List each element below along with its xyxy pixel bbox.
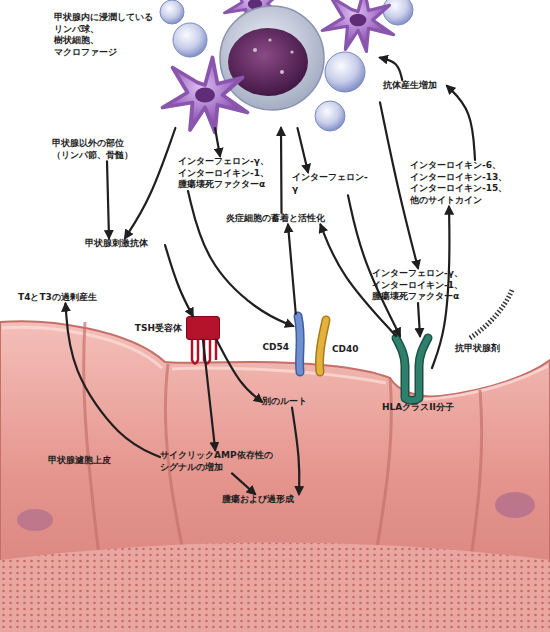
tsh-receptor-loops	[192, 337, 216, 364]
cell-nucleus	[17, 509, 53, 531]
drug-label: 抗甲状腺剤	[455, 343, 525, 355]
node-heading: CD40	[332, 344, 372, 356]
arrow-connector	[232, 473, 255, 494]
granule	[268, 38, 271, 41]
node-text: 腫瘍および過形成	[222, 494, 332, 506]
receptor-outline	[396, 338, 428, 401]
node-text: T4とT3の過剰産生	[18, 292, 113, 304]
arrow-connector	[447, 86, 475, 160]
flow-label: 抗体産生増加	[383, 80, 447, 92]
cytokine-list: インターフェロン-γ	[292, 172, 372, 195]
node-text: 炎症細胞の蓄着と活性化	[210, 213, 340, 225]
flow-label: T4とT3の過剰産生	[18, 292, 113, 304]
receptor-outline	[298, 316, 300, 372]
receptor-body	[319, 320, 326, 372]
granule	[253, 48, 257, 52]
cell-nucleus	[495, 492, 535, 518]
cytokine-list: インターフェロン-γ、 インターロイキン-1、 腫瘍壊死ファクターα	[372, 268, 487, 303]
node-text: インターフェロン-γ、 インターロイキン-1、 腫瘍壊死ファクターα	[372, 268, 487, 303]
arrow-connector	[298, 128, 309, 172]
tsh-receptor: TSH受容体	[186, 316, 220, 340]
microvilli	[0, 543, 550, 632]
apical-surface	[0, 543, 550, 632]
lymphocyte	[173, 23, 207, 57]
node-text: 甲状腺刺激抗体	[85, 238, 165, 250]
receptor-body	[298, 316, 300, 372]
arrow-connector	[280, 128, 283, 213]
cell-divider	[470, 390, 482, 565]
node-heading: TSH受容体	[87, 323, 182, 335]
arrow-connector	[217, 340, 262, 402]
node-text: 抗体産生増加	[383, 80, 447, 92]
arrow-connector	[107, 161, 109, 238]
cd54-receptor: CD54	[293, 314, 307, 374]
macrophage-nucleus	[228, 28, 308, 96]
node-heading: HLAクラスII分子	[382, 402, 482, 414]
lymphocyte	[315, 101, 345, 131]
cytokine-list: インターロイキン-6、 インターロイキン-13、 インターロイキン-15、 他の…	[410, 160, 540, 207]
flow-label: 別のルート	[262, 396, 322, 408]
inhibition-arc	[470, 290, 512, 338]
granule	[290, 50, 293, 53]
cell-divider	[84, 322, 100, 565]
flow-label: 炎症細胞の蓄着と活性化	[210, 213, 340, 225]
cytokine-list: インターフェロン-γ、 インターロイキン-1、 腫瘍壊死ファクターα	[178, 156, 278, 191]
receptor-shape	[392, 336, 432, 400]
macrophage	[220, 6, 324, 110]
arrow-connector	[215, 128, 220, 156]
arrow-connector	[348, 195, 400, 336]
granule	[280, 70, 284, 74]
cell-cluster: 甲状腺内に浸潤している リンパ球、 樹状細胞、 マクロファージ	[50, 0, 380, 128]
flow-label: 甲状腺刺激抗体	[85, 238, 165, 250]
receptor-shape	[314, 318, 328, 374]
arrow-connector	[292, 408, 299, 494]
arrow-connector	[418, 303, 420, 336]
arrow-connector	[188, 191, 293, 326]
flow-label: 甲状腺以外の部位 （リンパ節、骨髄）	[52, 138, 162, 161]
arrow-connector	[288, 225, 296, 314]
dendritic-cell	[163, 58, 248, 133]
dendritic-cell	[322, 0, 393, 52]
receptor-body	[396, 338, 428, 401]
lymphocyte	[160, 0, 184, 24]
receptor-shape	[293, 314, 307, 374]
receptor-outline	[319, 320, 326, 372]
lymphocyte	[325, 52, 365, 92]
node-text: 甲状腺以外の部位 （リンパ節、骨髄）	[52, 138, 162, 161]
cd40-receptor: CD40	[314, 318, 328, 374]
node-heading: 甲状腺内に浸潤している リンパ球、 樹状細胞、 マクロファージ	[54, 12, 158, 59]
hla-class-ii-molecule: HLAクラスII分子	[392, 336, 432, 400]
thyroid-epithelium	[0, 321, 550, 632]
arrow-connector	[380, 58, 402, 80]
arrow-connector	[125, 128, 175, 238]
tissue-label: 甲状腺濾胞上皮	[48, 455, 138, 467]
node-heading: CD54	[253, 342, 289, 354]
node-text: インターロイキン-6、 インターロイキン-13、 インターロイキン-15、 他の…	[410, 160, 540, 207]
arrow-connector	[203, 340, 215, 450]
node-text: サイクリックAMP依存性の シグナルの増加	[160, 450, 280, 473]
flow-label: サイクリックAMP依存性の シグナルの増加	[160, 450, 280, 473]
flow-label: 腫瘍および過形成	[222, 494, 332, 506]
node-text: インターフェロン-γ	[292, 172, 372, 195]
node-text: インターフェロン-γ、 インターロイキン-1、 腫瘍壊死ファクターα	[178, 156, 278, 191]
arrow-connector	[165, 245, 193, 316]
node-text: 別のルート	[262, 396, 322, 408]
lymphocyte	[383, 0, 413, 25]
